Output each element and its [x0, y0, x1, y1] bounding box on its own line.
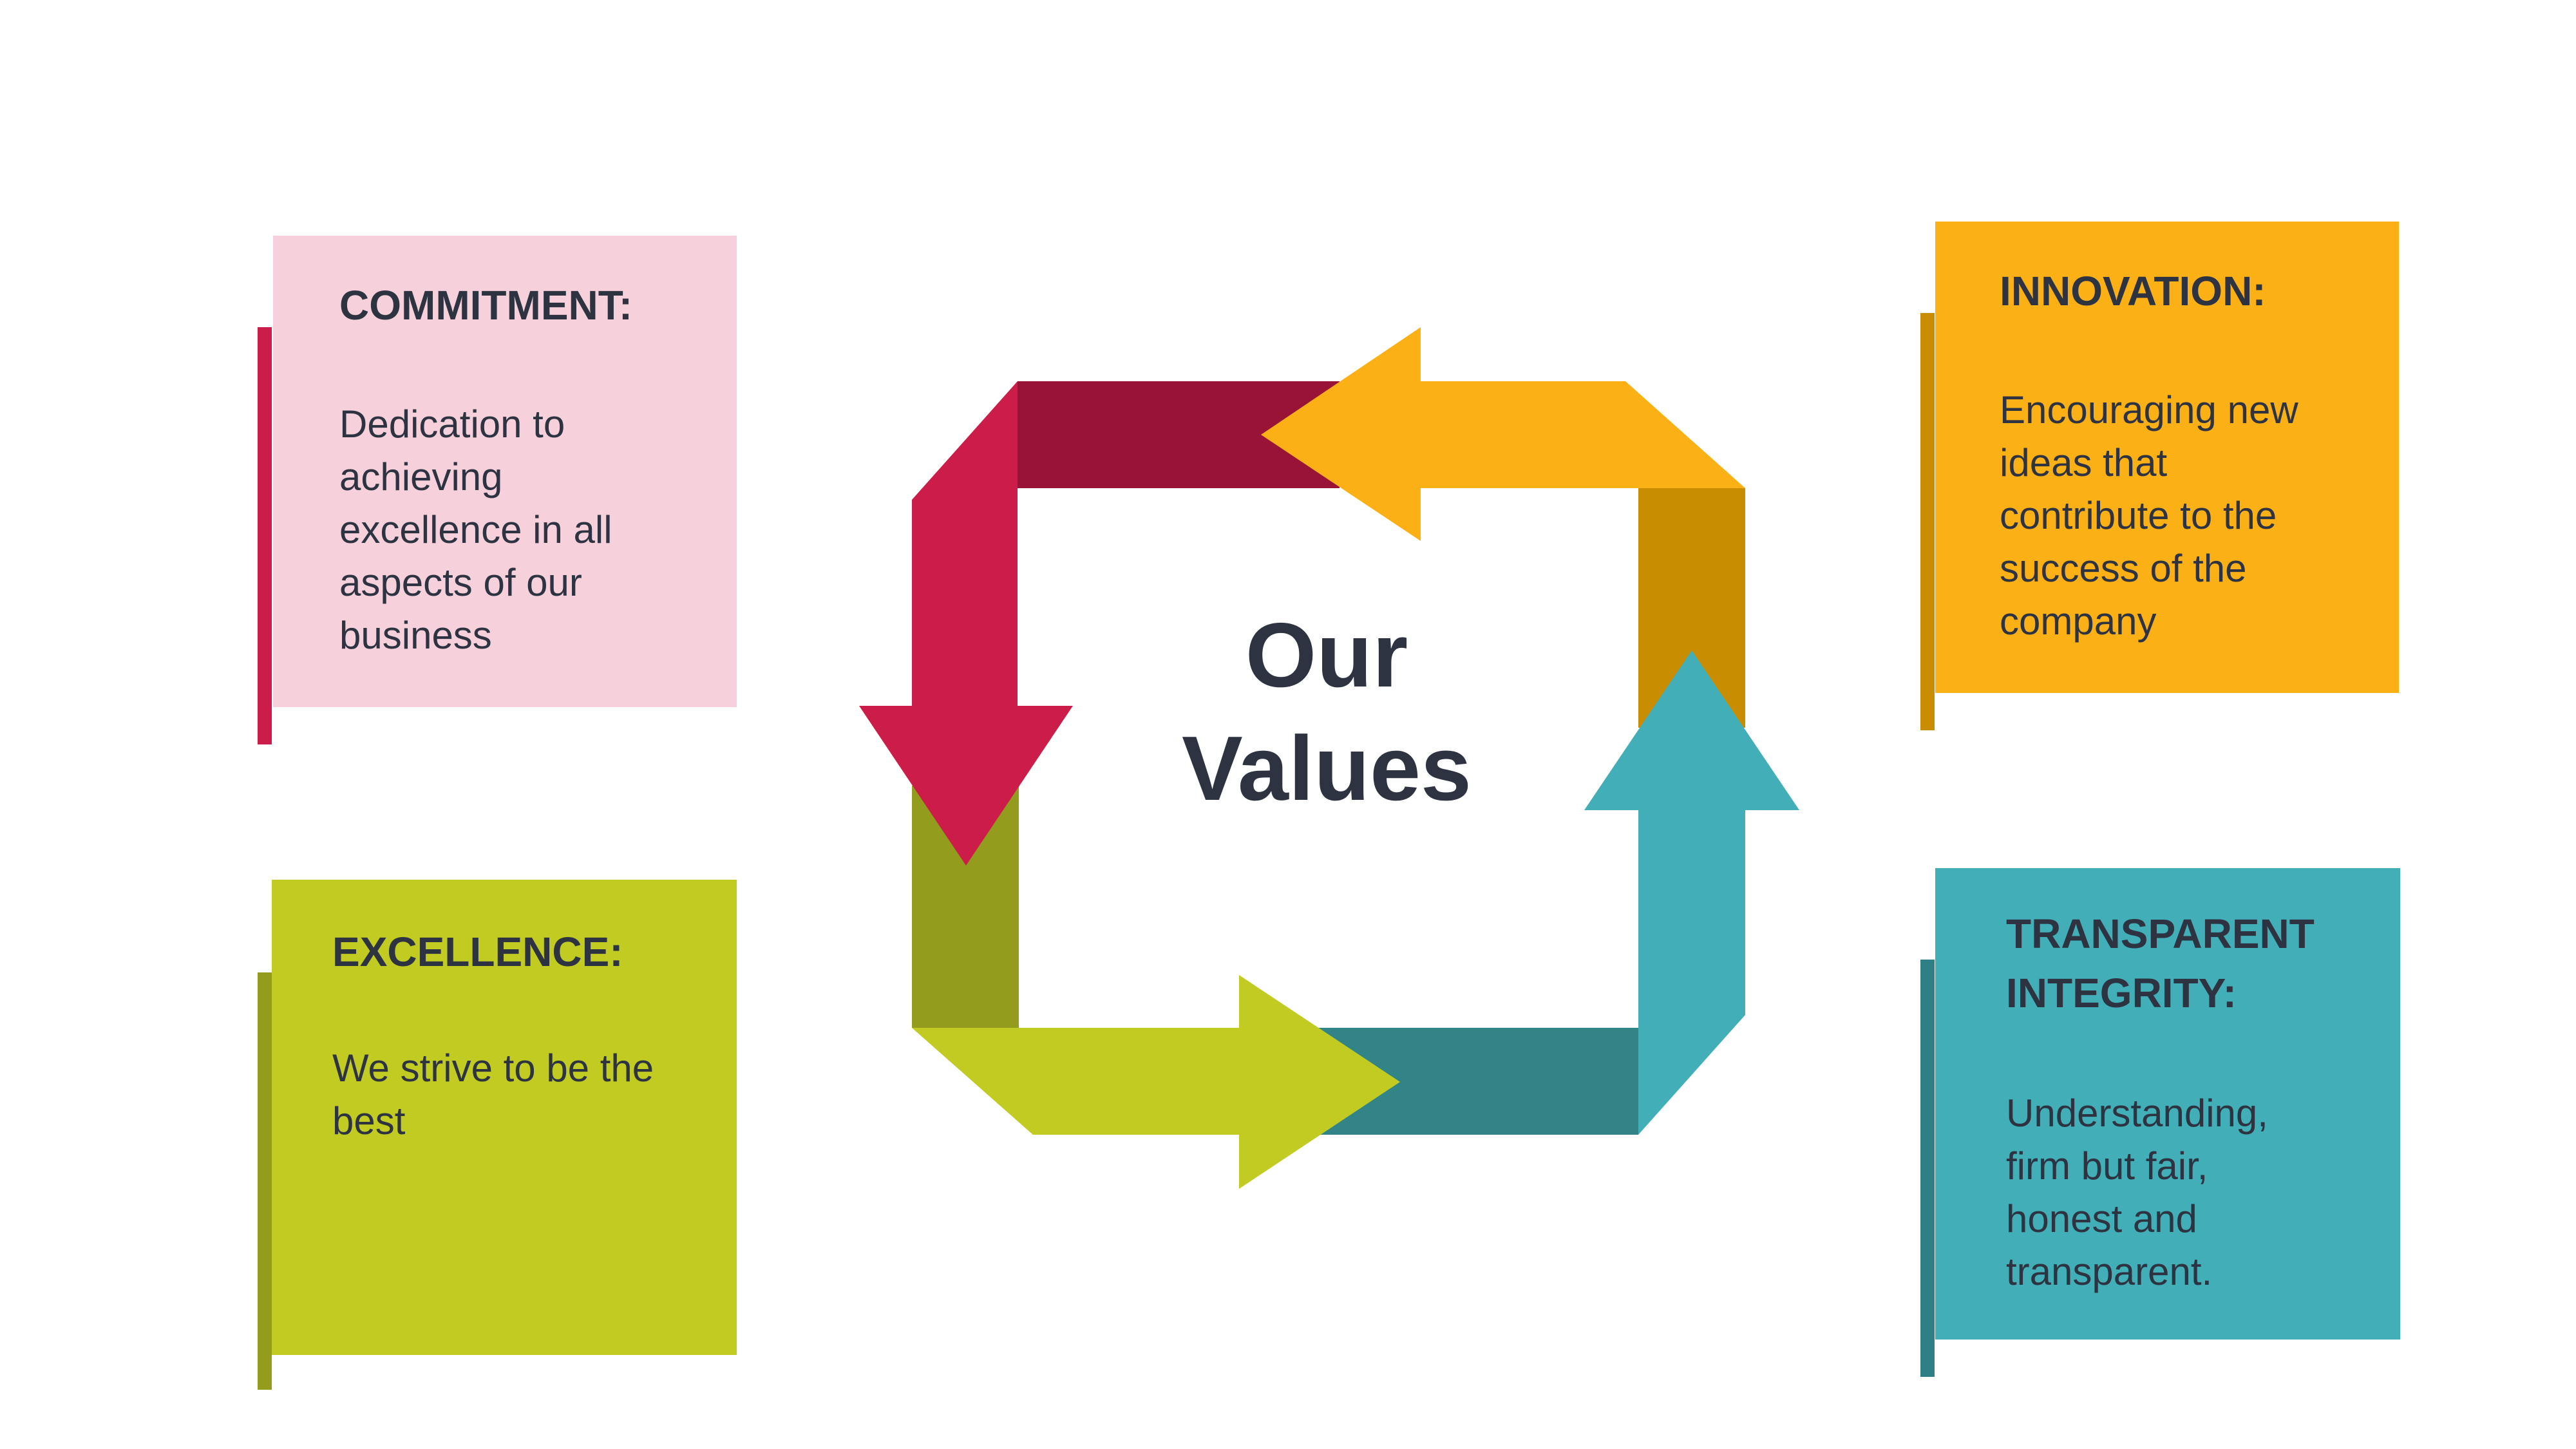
innovation-line: Encouraging new [2000, 388, 2298, 431]
innovation-description: Encouraging new ideas that contribute to… [2000, 384, 2298, 648]
excellence-title: EXCELLENCE: [332, 929, 623, 975]
center-title: Our Values [1095, 599, 1558, 826]
commitment-line: achieving [339, 455, 503, 498]
left-band-dark-green [912, 786, 1019, 1028]
integrity-line: firm but fair, [2006, 1144, 2208, 1188]
commitment-line: excellence in all [339, 508, 612, 551]
innovation-card: INNOVATION: Encouraging new ideas that c… [1935, 222, 2399, 693]
top-band-dark-red [1018, 381, 1340, 488]
integrity-title-line: TRANSPARENT [2006, 911, 2315, 957]
excellence-line: We strive to be the [332, 1046, 654, 1090]
innovation-line: ideas that [2000, 441, 2168, 484]
commitment-description: Dedication to achieving excellence in al… [339, 398, 612, 662]
integrity-description: Understanding, firm but fair, honest and… [2006, 1087, 2268, 1298]
commitment-line: aspects of our [339, 561, 582, 604]
innovation-line: success of the [2000, 547, 2247, 590]
commitment-line: business [339, 614, 492, 657]
teal-up-arrow [1584, 650, 1799, 1135]
red-down-arrow [859, 381, 1073, 866]
excellence-line: best [332, 1099, 406, 1142]
center-title-line: Values [1182, 717, 1472, 820]
commitment-card: COMMITMENT: Dedication to achieving exce… [273, 236, 737, 707]
center-title-line: Our [1245, 604, 1408, 706]
innovation-accent-bar [1920, 313, 1935, 730]
integrity-title-line: INTEGRITY: [2006, 970, 2237, 1016]
innovation-line: contribute to the [2000, 494, 2277, 537]
integrity-line: honest and [2006, 1197, 2197, 1240]
excellence-accent-bar [258, 972, 272, 1390]
commitment-title: COMMITMENT: [339, 282, 633, 328]
innovation-line: company [2000, 600, 2157, 643]
orange-left-arrow [1261, 327, 1745, 541]
integrity-line: transparent. [2006, 1250, 2213, 1293]
innovation-title: INNOVATION: [2000, 268, 2266, 314]
commitment-accent-bar [258, 327, 272, 744]
integrity-line: Understanding, [2006, 1092, 2268, 1135]
integrity-title: TRANSPARENT INTEGRITY: [2006, 904, 2315, 1023]
integrity-accent-bar [1920, 960, 1935, 1377]
integrity-card: TRANSPARENT INTEGRITY: Understanding, fi… [1935, 868, 2400, 1340]
bottom-band-dark-teal [1314, 1028, 1638, 1135]
excellence-description: We strive to be the best [332, 1042, 654, 1148]
commitment-line: Dedication to [339, 402, 565, 446]
right-band-dark-orange [1638, 488, 1745, 728]
green-right-arrow [912, 975, 1400, 1189]
excellence-card: EXCELLENCE: We strive to be the best [272, 880, 737, 1355]
